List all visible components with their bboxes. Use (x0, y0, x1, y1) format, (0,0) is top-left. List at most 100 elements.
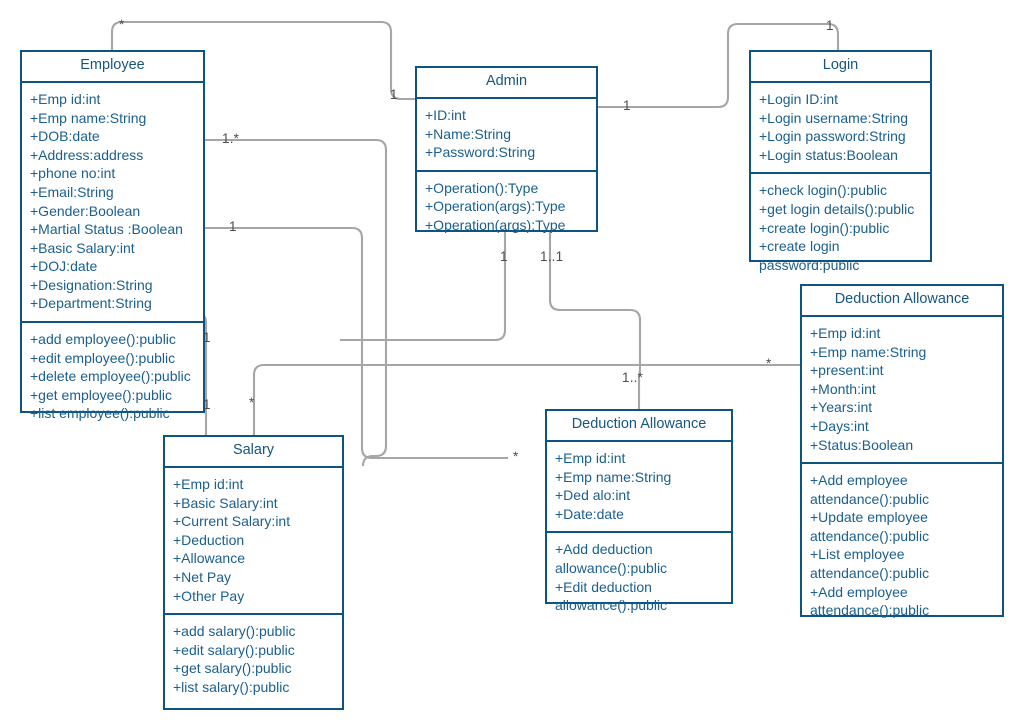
operation-row: +edit employee():public (30, 349, 176, 366)
attribute-row: +Login username:String (759, 109, 909, 126)
attribute-row: +Current Salary:int (173, 513, 291, 530)
attributes-compartment-login: +Login ID:int +Login username:String +Logi… (751, 83, 930, 172)
operation-row: +Update employee attendance():public (810, 509, 932, 544)
attribute-row: +Month:int (810, 380, 876, 397)
multiplicity-label: 1..1 (540, 249, 564, 264)
operation-row: +List employee attendance():public (810, 546, 930, 582)
operation-row: +Operation():Type (425, 179, 539, 196)
attribute-row: +DOB:date (30, 128, 100, 145)
class-title-login: Login (751, 52, 930, 83)
multiplicity-label: * (249, 395, 255, 410)
class-box-login[interactable]: Login +Login ID:int +Login username:String… (749, 50, 932, 273)
attributes-compartment-deduction-allowance-right: +Emp id:int+Emp name:String+present:int+… (802, 317, 1002, 462)
multiplicity-label: 1 (390, 87, 398, 102)
multiplicity-label: 1 (203, 397, 211, 412)
attribute-row: +Address:address (30, 146, 144, 163)
connector-admin-deduction-middle (340, 232, 507, 342)
multiplicity-label: 1.* (222, 131, 240, 146)
connector-admin-deduction-allowance (548, 232, 642, 409)
attribute-row: +Login status:Boolean (759, 146, 898, 163)
operation-row: +check login():public (759, 182, 888, 199)
operation-row: +Edit deduction allowance():public (555, 578, 668, 614)
class-box-deduction-allowance-right[interactable]: Deduction Allowance+Emp id:int+Emp name:… (800, 284, 1004, 618)
operation-row: +create login():public (759, 219, 890, 236)
connector-admin-login-top (598, 22, 840, 109)
attribute-row: +Martial Status :Boolean (30, 221, 183, 238)
attribute-row: +Date:date (555, 505, 624, 522)
multiplicity-label: 1 (623, 98, 631, 113)
attribute-row: +Emp id:int (555, 449, 626, 466)
multiplicity-label: * (119, 17, 125, 32)
multiplicity-label: * (513, 449, 519, 464)
attributes-compartment-employee: +Emp id:int +Emp name:String +DOB:date+Add… (22, 83, 203, 321)
class-box-employee[interactable]: Employee+Emp id:int+Emp name:String+DOB:… (20, 50, 205, 421)
attributes-compartment-admin: +ID:int+Name:String+Password:String (417, 99, 596, 170)
attribute-row: +present:int (810, 362, 884, 379)
attributes-compartment-salary: +Emp id:int +Basic Salary:int +Current Sal… (165, 468, 342, 613)
operations-compartment-salary: +add salary():public+edit salary():publi… (165, 613, 342, 704)
multiplicity-label: * (766, 356, 772, 371)
operation-row: +get login details():public (759, 200, 915, 217)
attribute-row: +ID:int (425, 106, 466, 123)
attribute-row: +Status:Boolean (810, 436, 914, 453)
operation-row: +Operation(args):Type (425, 198, 566, 215)
attribute-row: +Days:int (810, 417, 869, 434)
class-box-salary[interactable]: Salary +Emp id:int +Basic Salary:int +Curre… (163, 435, 344, 710)
attribute-row: +Designation:String (30, 276, 153, 293)
attribute-row: +Emp id:int (173, 475, 244, 492)
operation-row: +list salary():public (173, 678, 290, 695)
operation-row: +add employee():public (30, 331, 176, 348)
operation-row: +get salary():public (173, 660, 292, 677)
attribute-row: +Ded alo:int (555, 487, 631, 504)
connector-employee-admin-mid (205, 138, 388, 467)
connector-employee-deduction-branch (205, 226, 508, 460)
attribute-row: +Allowance (173, 550, 245, 567)
class-title-admin: Admin (417, 68, 596, 99)
connector-employee-admin-top (110, 20, 415, 101)
attribute-row: +Login password:String (759, 128, 906, 145)
operations-compartment-employee: +add employee():public+edit employee():p… (22, 321, 203, 431)
attribute-row: +DOJ:date (30, 258, 98, 275)
attribute-row: +Years:int (810, 399, 873, 416)
class-title-deduction-allowance-middle: Deduction Allowance (547, 411, 731, 442)
multiplicity-label: 1 (500, 249, 508, 264)
class-box-deduction-allowance-middle[interactable]: Deduction Allowance +Emp id:int +Emp name:… (545, 409, 733, 613)
attribute-row: +phone no:int (30, 165, 116, 182)
operation-row: +edit salary():public (173, 641, 295, 658)
operation-row: +Add deduction allowance():public (555, 541, 668, 576)
attribute-row: +Login ID:int (759, 90, 838, 107)
attribute-row: +Emp id:int (810, 324, 881, 341)
attribute-row: +Net Pay (173, 568, 231, 585)
attribute-row: +Basic Salary:int (173, 494, 278, 511)
operation-row: +get employee():public (30, 386, 173, 403)
attribute-row: +Basic Salary:int (30, 239, 135, 256)
operations-compartment-deduction-allowance-middle: +Add deduction allowance():public+Edit d… (547, 531, 731, 622)
connector-salary-incoming-star (252, 363, 800, 435)
operation-row: +add salary():public (173, 623, 296, 640)
multiplicity-label: 1..* (622, 370, 644, 385)
multiplicity-label: 1 (229, 219, 237, 234)
operations-compartment-login: +check login():public+get login details(… (751, 172, 930, 282)
operation-row: +Add employee attendance():public (810, 583, 930, 619)
operation-row: +delete employee():public (30, 368, 191, 385)
attribute-row: +Gender:Boolean (30, 202, 141, 219)
operation-row: +list employee():public (30, 405, 170, 422)
operations-compartment-deduction-allowance-right: +Add employee attendance():public+Update… (802, 462, 1002, 628)
attributes-compartment-deduction-allowance-middle: +Emp id:int +Emp name:String +Ded alo:int+… (547, 442, 731, 531)
multiplicity-label: 1 (826, 18, 834, 33)
operation-row: +Add employee attendance():public (810, 472, 930, 507)
attribute-row: +Password:String (425, 144, 536, 161)
attribute-row: +Emp name:String (555, 468, 672, 485)
attribute-row: +Other Pay (173, 587, 245, 604)
operation-row: +Operation(args):Type (425, 216, 566, 233)
attribute-row: +Department:String (30, 295, 152, 312)
class-box-admin[interactable]: Admin+ID:int+Name:String+Password:String… (415, 66, 598, 233)
operation-row: +create login password:public (759, 238, 860, 273)
attribute-row: +Deduction (173, 531, 245, 548)
class-title-salary: Salary (165, 437, 342, 468)
attribute-row: +Emp name:String (30, 109, 147, 126)
class-title-deduction-allowance-right: Deduction Allowance (802, 286, 1002, 317)
multiplicity-label: 1 (203, 330, 211, 345)
attribute-row: +Emp id:int (30, 90, 101, 107)
